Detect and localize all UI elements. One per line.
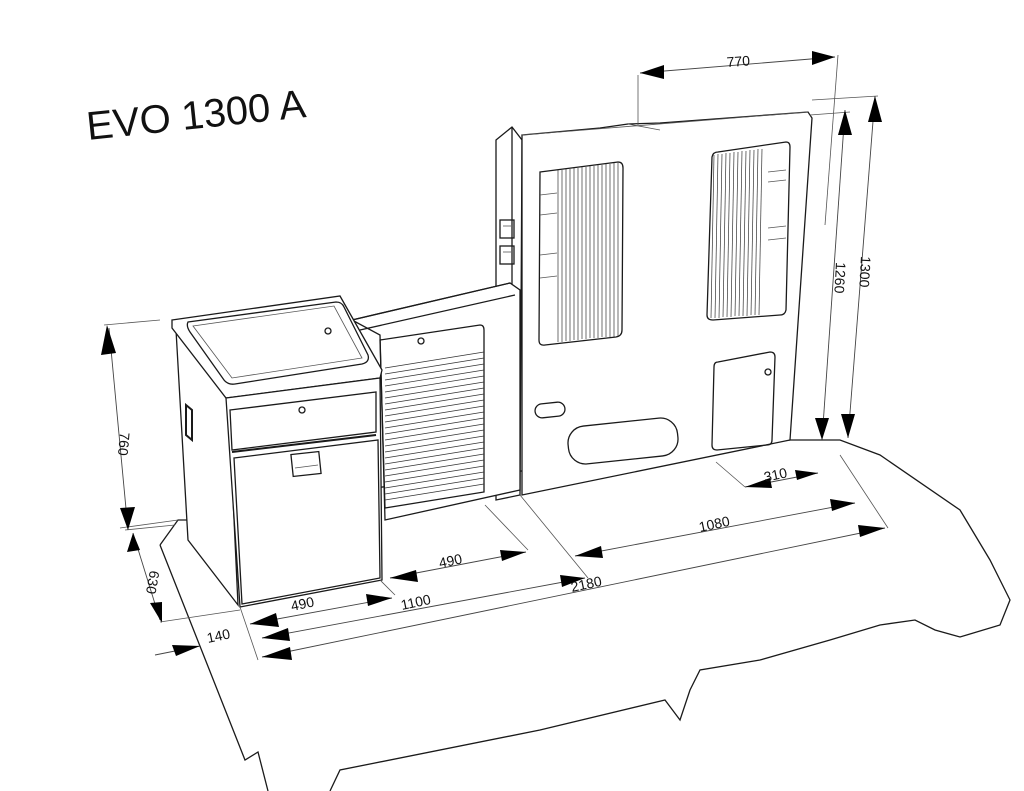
dimension-lines: 770 1260 1300 760 630 140 bbox=[101, 51, 889, 661]
sink-lid-knob-icon bbox=[324, 327, 332, 335]
wardrobe-panel bbox=[495, 111, 813, 501]
dim-1100: 1100 bbox=[399, 591, 432, 613]
shutter-slats-left bbox=[557, 163, 619, 342]
switch-icon bbox=[499, 219, 515, 239]
dim-310: 310 bbox=[762, 464, 788, 485]
dim-2180: 2180 bbox=[569, 573, 603, 595]
shutter-slats-right bbox=[710, 148, 763, 319]
fridge-handle bbox=[290, 450, 322, 478]
dim-490-cupboard: 490 bbox=[437, 550, 463, 571]
dim-770: 770 bbox=[726, 52, 751, 70]
cupboard-knob-icon bbox=[417, 337, 425, 345]
dim-760: 760 bbox=[115, 432, 133, 457]
dim-490-fridge: 490 bbox=[289, 593, 315, 614]
dim-1260: 1260 bbox=[831, 262, 849, 294]
service-hatch bbox=[711, 351, 776, 451]
drawer-knob-icon bbox=[298, 406, 306, 414]
side-vent-icon bbox=[185, 402, 193, 443]
dim-1300: 1300 bbox=[856, 256, 874, 288]
oval-opening bbox=[567, 417, 679, 465]
dim-630: 630 bbox=[143, 569, 163, 595]
oval-vent bbox=[534, 401, 566, 419]
fridge bbox=[233, 439, 381, 605]
drawing-title: EVO 1300 A bbox=[84, 82, 308, 149]
kitchen-unit bbox=[171, 295, 383, 608]
switch-icon bbox=[499, 245, 515, 265]
hatch-knob-icon bbox=[764, 368, 772, 376]
roller-shutter-cupboard bbox=[350, 282, 521, 521]
dim-140: 140 bbox=[205, 625, 231, 646]
dim-1080: 1080 bbox=[697, 513, 731, 535]
roller-shutter-slats bbox=[384, 351, 485, 501]
drawer bbox=[229, 391, 377, 451]
sink-lid bbox=[186, 301, 370, 385]
